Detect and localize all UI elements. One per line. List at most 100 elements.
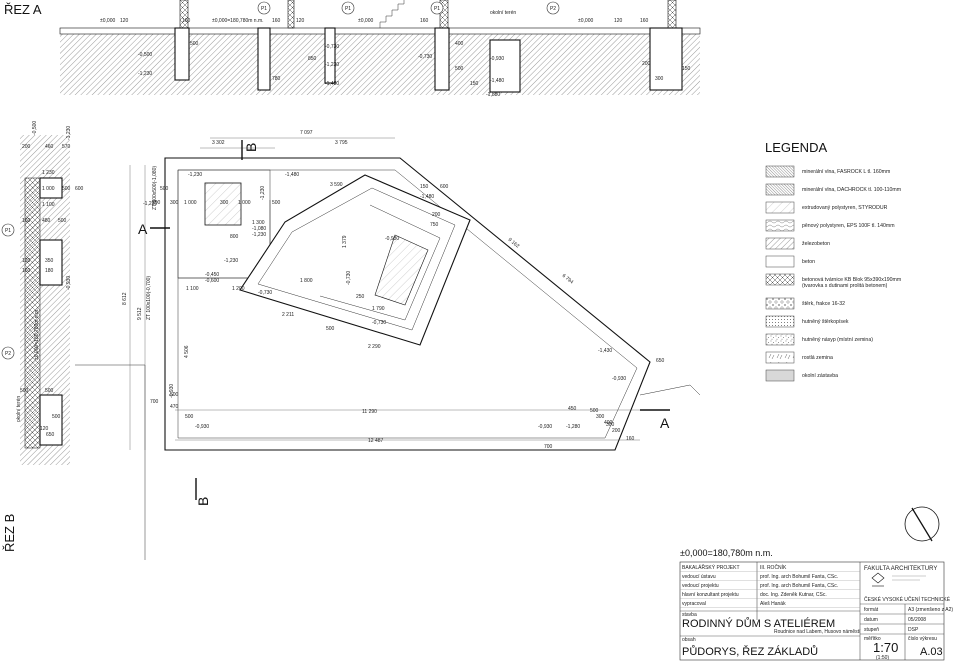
svg-text:B: B <box>243 143 259 152</box>
title-block-value: prof. Ing. arch Bohumil Fanta, CSc. <box>760 583 838 589</box>
dim-label: 700 <box>544 444 553 450</box>
section-a-wall <box>287 0 295 29</box>
legend-swatch <box>765 255 795 268</box>
dim-label: 200 <box>432 212 441 218</box>
dim-label: 750 <box>430 222 439 228</box>
grid-bubble-p1: P1 <box>341 1 355 15</box>
section-a-wall <box>667 0 677 29</box>
dim-label: 500 <box>590 408 599 414</box>
grid-bubble-p2: P2 <box>1 346 15 360</box>
section-a-wall <box>439 0 449 29</box>
level-label: -1,230 <box>66 126 72 140</box>
level-label: -1,230 <box>138 71 152 77</box>
dim-label: 120 <box>120 18 129 24</box>
stavba-name: RODINNÝ DŮM S ATELIÉREM <box>682 617 835 630</box>
legend-label: betonová tvárnice KB Blok 95x390x190mm <box>802 277 901 283</box>
dim-label: 500 <box>62 186 71 192</box>
svg-text:P2: P2 <box>5 351 11 357</box>
level-label: -1,280 <box>566 424 580 430</box>
section-a-earth <box>60 30 700 95</box>
legend-swatch <box>765 297 795 310</box>
level-label: -0,930 <box>385 236 399 242</box>
title-block-label: BAKALÁŘSKÝ PROJEKT <box>682 563 740 571</box>
faculty-name: FAKULTA ARCHITEKTURY <box>864 566 937 572</box>
dim-label: 400 <box>604 420 613 426</box>
dim-label: 200 <box>612 428 621 434</box>
outer-foundation-inner-edge <box>177 169 638 439</box>
legend-label: minerální vlna, FASROCK L tl. 160mm <box>802 169 890 175</box>
legend-item: minerální vlna, FASROCK L tl. 160mm <box>765 165 890 178</box>
dim-label: 1 790 <box>372 306 385 312</box>
level-label: ±0,000 <box>100 18 115 24</box>
level-label: -0,930 <box>538 424 552 430</box>
legend-label: železobeton <box>802 241 830 247</box>
datum-note: ±0,000=180,780m n.m. <box>680 548 773 558</box>
legend-title: LEGENDA <box>765 140 827 155</box>
title-block-label: hlavní konzultant projektu <box>682 592 739 598</box>
grid-bubble-p1: P1 <box>1 223 15 237</box>
dim-label: 1 379 <box>342 235 348 248</box>
level-label: -1,230 <box>260 186 266 200</box>
level-label: -0,930 <box>195 424 209 430</box>
dim-label: 12 487 <box>368 438 384 444</box>
dim-label: 300 <box>606 422 615 428</box>
level-label: ±0,000 <box>578 18 593 24</box>
level-label: -1,230 <box>325 62 339 68</box>
dim-label: 600 <box>75 186 84 192</box>
dim-label: 160 <box>640 18 649 24</box>
section-a: ŘEZ A P1 P1 P1 P2 <box>4 0 701 98</box>
dim-label: 500 <box>45 388 54 394</box>
dim-label: 1 300 <box>252 220 265 226</box>
legend-label: (tvarovka s dutinami prolitá betonem) <box>802 283 888 289</box>
dim-label: 160 <box>182 18 191 24</box>
legend-item: minerální vlna, DACHROCK tl. 100-110mm <box>765 183 901 196</box>
dim-label: 500 <box>190 41 199 47</box>
legend-label: rostlá zemina <box>802 355 833 361</box>
dim-label: 300 <box>655 76 664 82</box>
section-a-footing <box>434 27 450 91</box>
legend-item: beton <box>765 255 815 268</box>
footing-note: ZT 500x500(-1,080) <box>152 166 158 210</box>
footing-note: ZT 100x100(-0,700) <box>146 276 152 320</box>
stavba-label: stavba <box>682 612 697 618</box>
dim-label: 780 <box>272 76 281 82</box>
section-a-stair <box>379 0 405 28</box>
dim-label: 3 302 <box>212 140 225 146</box>
dim-label: 2 290 <box>368 344 381 350</box>
dim-label: 160 <box>22 268 31 274</box>
dim-label: 350 <box>45 258 54 264</box>
dim-label: 300 <box>596 414 605 420</box>
cislo-label: číslo výkresu <box>908 636 937 642</box>
dim-label: 1 230 <box>42 170 55 176</box>
dim-label: 6 794 <box>561 273 575 286</box>
dim-label: 7 097 <box>300 130 313 136</box>
dim-label: 120 <box>22 258 31 264</box>
svg-text:P1: P1 <box>345 6 351 12</box>
dim-label: 450 <box>568 406 577 412</box>
grid-bubble-p1: P1 <box>430 1 444 15</box>
level-label: ±0,000=180,780m n.m. <box>34 308 40 360</box>
dim-label: 500 <box>326 326 335 332</box>
title-block-value: III. ROČNÍK <box>760 564 787 571</box>
dim-label: 9 512 <box>137 307 143 320</box>
dim-label: 470 <box>170 404 179 410</box>
legend-label: beton <box>802 259 815 265</box>
dim-label: 500 <box>52 414 61 420</box>
level-label: -1,480 <box>325 81 339 87</box>
faculty-logo-icon <box>871 572 926 587</box>
dim-label: 3 590 <box>330 182 343 188</box>
dim-label: 500 <box>20 388 29 394</box>
section-b-title: ŘEZ B <box>2 514 17 552</box>
dim-label: 500 <box>455 66 464 72</box>
svg-text:P2: P2 <box>550 6 556 12</box>
dim-label: 650 <box>46 432 55 438</box>
section-a-footing <box>489 39 521 93</box>
stavba-place: Roudnice nad Labem, Husovo náměstí <box>774 629 861 635</box>
dim-label: 120 <box>614 18 623 24</box>
legend-label: hutněný štěrkopísek <box>802 319 849 325</box>
level-label: -0,930 <box>490 56 504 62</box>
dim-label: 480 <box>42 218 51 224</box>
datum-value: 05/2008 <box>908 617 926 623</box>
title-block-label: vedoucí ústavu <box>682 574 716 580</box>
legend-item: okolní zástavba <box>765 369 838 382</box>
